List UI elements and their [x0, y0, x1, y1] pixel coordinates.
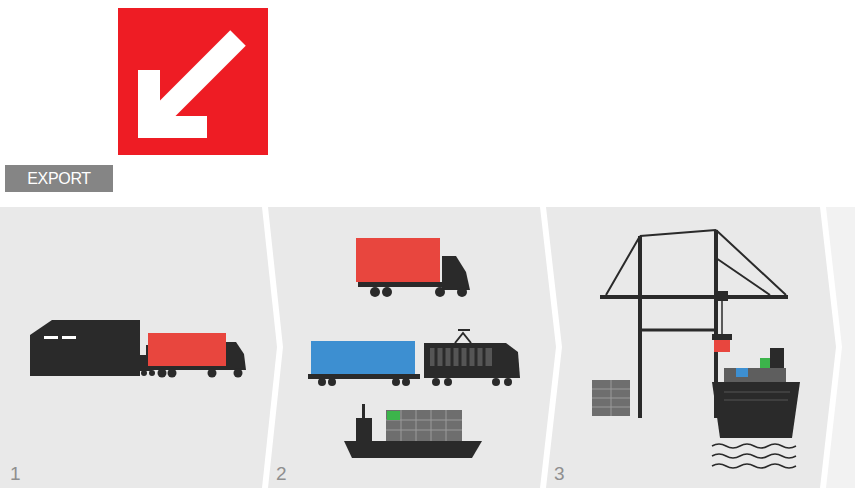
ship-bridge: [356, 418, 372, 441]
step-number: 3: [554, 463, 565, 485]
truck-wheel: [234, 369, 243, 378]
crane-crossbeam: [640, 329, 716, 332]
ship-bridge: [770, 348, 784, 368]
hoisted-container: [714, 340, 730, 352]
truck-chassis: [150, 366, 242, 370]
next-panel-hint: [826, 207, 855, 488]
warehouse-scene: [30, 320, 246, 378]
ship-mast: [362, 404, 365, 418]
truck-wheel: [370, 287, 380, 297]
rail-wheel: [504, 378, 512, 386]
ship-hull: [344, 441, 482, 458]
section-label: EXPORT: [27, 170, 91, 188]
chevron-fill: [268, 207, 556, 488]
truck-cab: [226, 342, 246, 370]
forklift-wheel: [141, 370, 147, 376]
rail-wheel: [328, 378, 336, 386]
truck-wheel: [435, 287, 445, 297]
green-container: [387, 411, 400, 420]
rail-wheel: [444, 378, 452, 386]
step-number: 2: [276, 463, 287, 485]
truck-wheel: [457, 287, 467, 297]
truck-cab: [442, 256, 470, 290]
crane-boom: [600, 295, 788, 299]
forklift-wheel: [149, 370, 155, 376]
warehouse-window: [62, 336, 76, 339]
locomotive-grille: [430, 348, 492, 366]
rail-wheel: [492, 378, 500, 386]
step-panel: 1: [0, 207, 280, 488]
truck-chassis: [358, 282, 464, 287]
green-container: [760, 358, 774, 368]
pantograph: [455, 330, 471, 343]
red-container: [356, 238, 440, 282]
spreader: [712, 334, 732, 340]
step-panel: 2: [266, 207, 558, 488]
hull-lines: [724, 392, 790, 400]
rail-wheel: [392, 378, 400, 386]
warehouse-building: [30, 320, 140, 376]
hoist-cable: [721, 301, 723, 335]
export-icon: [118, 8, 268, 155]
icon-arrow-shaft: [160, 38, 238, 116]
locomotive: [424, 343, 520, 378]
step-panel: 3: [544, 207, 838, 488]
chevron-shape: [266, 207, 558, 488]
chevron-fill: [546, 207, 836, 488]
water-waves: [712, 444, 796, 468]
truck-wheel: [168, 369, 177, 378]
truck-wheel: [208, 369, 217, 378]
crane-stays: [606, 230, 786, 295]
chevron-shape: [544, 207, 838, 488]
blue-container: [311, 341, 415, 374]
container-stack: [386, 410, 462, 441]
ship-hull: [712, 382, 800, 438]
crane-legs: [640, 230, 716, 418]
icon-background: [118, 8, 268, 155]
container-grid: [592, 380, 630, 416]
rail-wheel: [432, 378, 440, 386]
transport-scene: [308, 238, 520, 458]
grille-bars: [436, 348, 484, 366]
step-number: 1: [10, 463, 21, 485]
red-container: [148, 333, 226, 366]
icon-arrow-head: [149, 70, 207, 127]
deck-containers: [724, 368, 786, 382]
warehouse-window: [44, 336, 58, 339]
rail-wheel: [318, 378, 326, 386]
forklift-body: [140, 355, 152, 371]
truck-wheel: [382, 287, 392, 297]
container-grid: [386, 410, 462, 441]
crane-trolley: [716, 291, 728, 301]
flatcar: [308, 374, 420, 379]
port-scene: [592, 230, 800, 468]
truck-wheel: [158, 369, 167, 378]
rail-wheel: [402, 378, 410, 386]
chevron-shape: [0, 207, 280, 488]
blue-container: [736, 368, 748, 377]
container-stack: [592, 380, 630, 416]
forklift-mast: [146, 345, 148, 357]
chevron-fill: [0, 207, 277, 488]
section-tag: EXPORT: [5, 165, 113, 192]
